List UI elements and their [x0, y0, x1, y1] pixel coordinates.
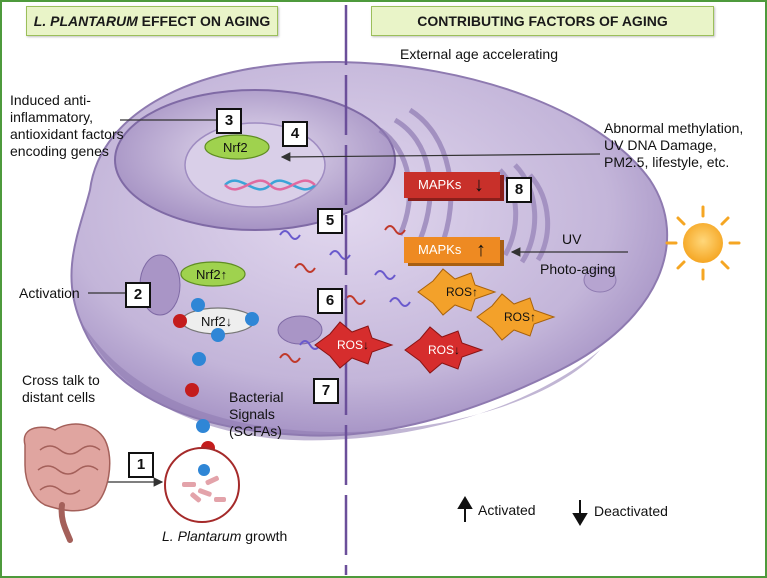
cross-talk-line-1: Cross talk to: [22, 372, 100, 388]
ros-orange-2-arrow: ↑: [530, 310, 537, 324]
dot-blue-in-circle: [198, 464, 210, 476]
nrf2-complex-text: Nrf2: [201, 314, 226, 329]
bacteria-rods: [182, 475, 226, 503]
left-header-em: L. PLANTARUM: [33, 13, 138, 29]
bacterial-signals-text: Bacterial Signals (SCFAs): [229, 389, 283, 440]
cross-talk-text: Cross talk to distant cells: [22, 372, 100, 406]
step-number-2: 2: [125, 282, 151, 308]
ros-star-red-2: [404, 326, 484, 374]
protein-clusters: [279, 225, 411, 363]
dot-blue: [245, 312, 259, 326]
sun-icon: [665, 205, 741, 281]
bacteria-circle: [164, 447, 240, 523]
dot-red: [173, 314, 187, 328]
ros-orange-1-text: ROS: [446, 285, 473, 299]
left-header-rest: EFFECT ON AGING: [137, 13, 271, 29]
step-number-4: 4: [282, 121, 308, 147]
mapks-activated-box: MAPKs: [404, 237, 500, 263]
down-arrow-glyph: ↓: [225, 314, 233, 329]
mapks-deactivated-box: MAPKs: [404, 172, 500, 198]
left-header: L. PLANTARUM EFFECT ON AGING: [26, 6, 278, 36]
ros-red-1-text: ROS: [337, 338, 364, 352]
dna-strand-2: [224, 179, 316, 191]
ros-star-orange-1: [417, 268, 497, 316]
step-number-7: 7: [313, 378, 339, 404]
growth-rest: growth: [241, 528, 288, 544]
growth-em: L. Plantarum: [162, 528, 242, 544]
step-number-6: 6: [317, 288, 343, 314]
step-number-8: 8: [506, 177, 532, 203]
ros-red-2-arrow: ↓: [454, 343, 461, 357]
nrf2-activated-oval: [180, 261, 246, 287]
induced-line-3: antioxidant factors: [10, 126, 124, 142]
dot-blue: [211, 328, 225, 342]
ros-star-red-1: [314, 321, 394, 369]
bacterial-line-1: Bacterial: [229, 389, 284, 405]
up-arrow-glyph: ↑: [220, 267, 228, 282]
legend-arrows: [457, 496, 588, 526]
induced-line-4: encoding genes: [10, 143, 109, 159]
abnormal-line-3: PM2.5, lifestyle, etc.: [604, 154, 730, 170]
step-number-5: 5: [317, 208, 343, 234]
bacterial-line-3: (SCFAs): [229, 423, 282, 439]
abnormal-line-1: Abnormal methylation,: [604, 120, 744, 136]
ros-orange-1-arrow: ↑: [472, 285, 479, 299]
induced-line-1: Induced anti-: [10, 92, 91, 108]
growth-text: L. Plantarum growth: [162, 528, 287, 545]
photo-aging-text: Photo-aging: [540, 261, 616, 277]
uv-text: UV: [562, 231, 582, 247]
abnormal-text: Abnormal methylation, UV DNA Damage, PM2…: [604, 120, 743, 171]
mapks-activated-label: MAPKs: [418, 242, 462, 257]
mitochondrion: [277, 315, 323, 345]
ros-label-orange-2: ROS↑: [504, 309, 536, 326]
mapks-down-arrow: ↓: [474, 174, 484, 196]
cross-talk-line-2: distant cells: [22, 389, 96, 405]
arrow-abnormal-to-nrf2: [280, 152, 601, 162]
ros-orange-2-text: ROS: [504, 310, 531, 324]
mapks-up-arrow: ↑: [476, 239, 486, 261]
ros-label-orange-1: ROS↑: [446, 284, 478, 301]
mapks-deactivated-label: MAPKs: [418, 177, 462, 192]
nrf2-complex-label: Nrf2↓: [201, 313, 232, 330]
legend-deactivated: Deactivated: [594, 503, 668, 519]
dot-blue: [196, 419, 210, 433]
right-header-text: CONTRIBUTING FACTORS OF AGING: [417, 13, 668, 29]
right-header: CONTRIBUTING FACTORS OF AGING: [371, 6, 714, 36]
ros-red-2-text: ROS: [428, 343, 455, 357]
induced-line-2: inflammatory,: [10, 109, 93, 125]
ros-label-red-2: ROS↓: [428, 342, 460, 359]
legend-activated: Activated: [478, 502, 536, 518]
external-age-text: External age accelerating: [400, 46, 558, 62]
induced-text: Induced anti- inflammatory, antioxidant …: [10, 92, 124, 160]
ros-red-1-arrow: ↓: [363, 338, 370, 352]
nrf2-activated-label: Nrf2↑: [196, 266, 227, 283]
vesicle: [583, 267, 617, 293]
intestine-illustration: [23, 423, 111, 543]
dot-red: [185, 383, 199, 397]
ros-label-red-1: ROS↓: [337, 337, 369, 354]
ros-star-orange-2: [476, 293, 556, 341]
activation-text: Activation: [19, 285, 80, 301]
abnormal-line-2: UV DNA Damage,: [604, 137, 717, 153]
nrf2-nucleus-oval: [204, 134, 270, 160]
golgi-apparatus: [498, 163, 551, 264]
nrf2-activated-text: Nrf2: [196, 267, 221, 282]
dot-blue: [191, 298, 205, 312]
nrf2-nucleus-label: Nrf2: [223, 140, 248, 155]
step-number-3: 3: [216, 108, 242, 134]
bacterial-line-2: Signals: [229, 406, 275, 422]
step-number-1: 1: [128, 452, 154, 478]
dot-blue: [192, 352, 206, 366]
